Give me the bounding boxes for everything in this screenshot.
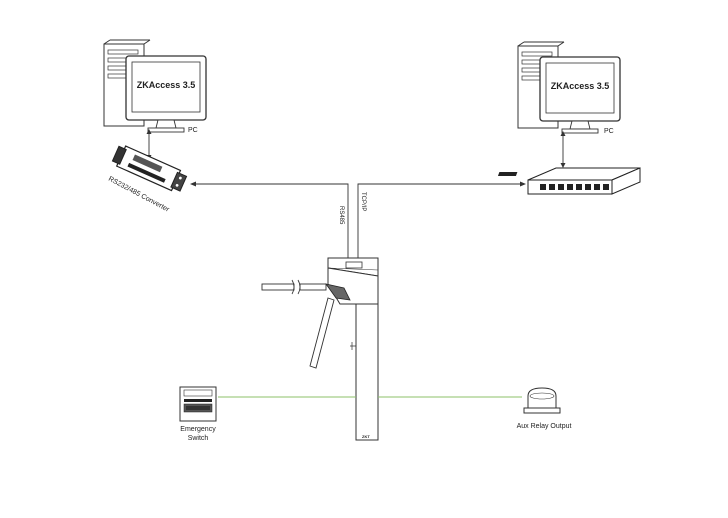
emergency-label-line1: Emergency — [180, 426, 216, 433]
svg-text:ZKT: ZKT — [362, 434, 370, 439]
aux-relay-beacon — [523, 387, 561, 414]
tripod-turnstile: ZKT — [261, 257, 379, 441]
pc-right: ZKAccess 3.5 PC — [517, 41, 621, 135]
tcpip-link: TCP/IP — [357, 181, 526, 258]
tcpip-link-label: TCP/IP — [360, 192, 366, 211]
pc-right-monitor: ZKAccess 3.5 — [539, 56, 621, 134]
pc-left-screen-text: ZKAccess 3.5 — [137, 80, 196, 90]
pc-right-to-switch-link — [560, 131, 566, 168]
rs485-link-label: RS485 — [338, 206, 344, 225]
rs485-link: RS485 — [190, 181, 349, 258]
pc-left-label: PC — [188, 127, 198, 134]
pc-left: ZKAccess 3.5 PC — [103, 39, 207, 134]
pc-right-label: PC — [604, 128, 614, 135]
emergency-switch — [179, 386, 217, 422]
pc-left-monitor: ZKAccess 3.5 — [125, 55, 207, 133]
rs232-485-converter: RS232/485 Converter — [107, 145, 188, 214]
emergency-label-line2: Switch — [188, 435, 209, 442]
network-switch — [497, 167, 641, 195]
aux-relay-label: Aux Relay Output — [517, 423, 572, 430]
pc-right-screen-text: ZKAccess 3.5 — [551, 81, 610, 91]
